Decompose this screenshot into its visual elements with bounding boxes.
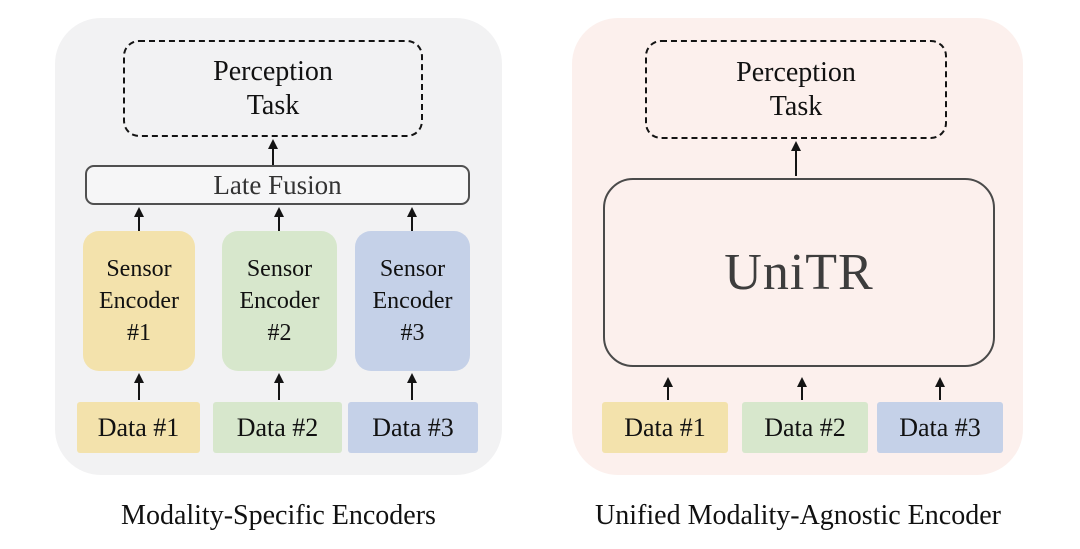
- encoder-line: Sensor: [246, 256, 313, 282]
- arrow-shaft: [272, 149, 274, 165]
- right-panel: Perception Task UniTR Data #1 Data #2: [572, 18, 1023, 475]
- arrow-up-icon: [934, 377, 946, 400]
- encoder-line: Sensor: [379, 256, 446, 282]
- arrow-shaft: [138, 383, 140, 400]
- arrow-up-icon: [133, 207, 145, 231]
- arrow-shaft: [939, 387, 941, 400]
- data-label: Data #3: [899, 412, 981, 442]
- arrow-shaft: [138, 217, 140, 231]
- arrow-up-icon: [796, 377, 808, 400]
- encoder-line: #3: [400, 320, 425, 346]
- sensor-encoder-2-box: Sensor Encoder #2: [222, 231, 337, 371]
- arrow-up-icon: [790, 141, 802, 176]
- arrowhead-icon: [134, 207, 144, 217]
- late-fusion-label: Late Fusion: [213, 169, 342, 200]
- late-fusion-box: Late Fusion: [85, 165, 470, 205]
- unitr-label: UniTR: [724, 244, 874, 301]
- right-panel-caption: Unified Modality-Agnostic Encoder: [595, 500, 1001, 531]
- arrowhead-icon: [268, 139, 278, 149]
- arrow-up-icon: [133, 373, 145, 400]
- data-label: Data #2: [236, 412, 319, 442]
- perception-task-line1: Perception: [213, 55, 333, 87]
- arrowhead-icon: [274, 207, 284, 217]
- encoder-line: Encoder: [99, 288, 179, 314]
- arrowhead-icon: [797, 377, 807, 387]
- perception-task-box: Perception Task: [123, 40, 423, 137]
- arrow-shaft: [801, 387, 803, 400]
- data-2-box: Data #2: [213, 402, 342, 453]
- arrow-up-icon: [662, 377, 674, 400]
- arrow-shaft: [278, 217, 280, 231]
- sensor-encoder-3-box: Sensor Encoder #3: [355, 231, 470, 371]
- encoder-line: #1: [127, 320, 151, 346]
- data-3-box: Data #3: [348, 402, 478, 453]
- arrowhead-icon: [791, 141, 801, 151]
- arrow-shaft: [411, 383, 413, 400]
- perception-task-line2: Task: [246, 89, 300, 121]
- perception-task-line2: Task: [769, 90, 823, 122]
- arrow-shaft: [667, 387, 669, 400]
- arrowhead-icon: [407, 207, 417, 217]
- encoder-line: #2: [267, 320, 292, 346]
- encoder-line: Sensor: [106, 256, 172, 282]
- encoder-line: Encoder: [239, 288, 320, 314]
- arrowhead-icon: [663, 377, 673, 387]
- data-label: Data #3: [372, 412, 454, 442]
- arrowhead-icon: [134, 373, 144, 383]
- data-1-box: Data #1: [77, 402, 200, 453]
- unitr-box: UniTR: [603, 178, 995, 367]
- arrow-up-icon: [406, 207, 418, 231]
- arrow-shaft: [411, 217, 413, 231]
- arrow-shaft: [795, 151, 797, 176]
- encoder-line: Encoder: [372, 288, 453, 314]
- data-label: Data #1: [97, 412, 180, 442]
- arrowhead-icon: [274, 373, 284, 383]
- arrow-shaft: [278, 383, 280, 400]
- perception-task-line1: Perception: [736, 56, 856, 88]
- sensor-encoder-1-box: Sensor Encoder #1: [83, 231, 195, 371]
- arrow-up-icon: [273, 207, 285, 231]
- perception-task-box: Perception Task: [645, 40, 947, 139]
- data-2-box: Data #2: [742, 402, 868, 453]
- data-label: Data #2: [764, 412, 846, 442]
- arrow-up-icon: [267, 139, 279, 165]
- arrowhead-icon: [407, 373, 417, 383]
- arrow-up-icon: [273, 373, 285, 400]
- arrow-up-icon: [406, 373, 418, 400]
- data-1-box: Data #1: [602, 402, 728, 453]
- left-panel-caption: Modality-Specific Encoders: [121, 500, 436, 531]
- left-panel: Perception Task Late Fusion Sensor Encod…: [55, 18, 502, 475]
- data-3-box: Data #3: [877, 402, 1003, 453]
- arrowhead-icon: [935, 377, 945, 387]
- data-label: Data #1: [624, 412, 706, 442]
